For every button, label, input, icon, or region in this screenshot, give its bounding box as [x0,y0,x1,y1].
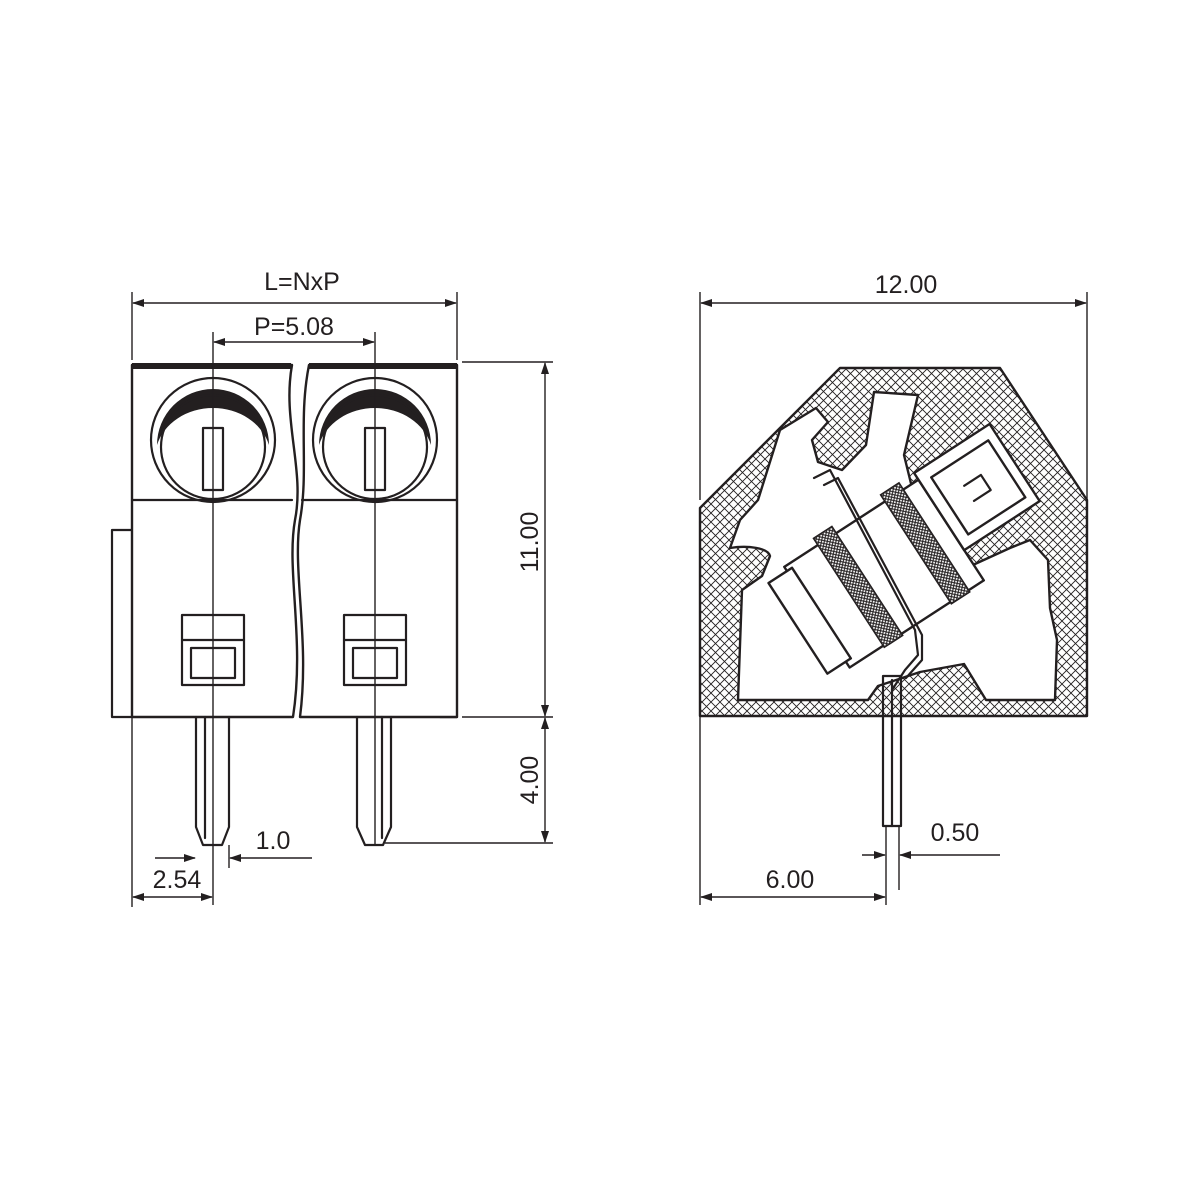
height-label: 11.00 [516,512,544,573]
pin-offset-label: 2.54 [153,866,202,894]
front-dimensions: L=NxP P=5.08 11.00 4.00 2.54 1.0 [131,268,553,907]
side-dimensions: 12.00 6.00 0.50 [699,271,1088,905]
depth-label: 12.00 [875,271,938,299]
right-block [296,363,459,719]
right-pin [355,715,393,847]
pin-width-label: 1.0 [256,827,291,855]
front-view [110,332,459,905]
left-block [130,363,299,719]
pitch-label: P=5.08 [254,313,334,341]
pin-length-label: 4.00 [516,756,544,805]
pin-thickness-label: 0.50 [931,819,980,847]
length-label: L=NxP [264,268,340,296]
pin-position-label: 6.00 [766,866,815,894]
left-flange [110,528,134,719]
spring-strip [812,468,920,692]
side-view [698,366,1089,905]
